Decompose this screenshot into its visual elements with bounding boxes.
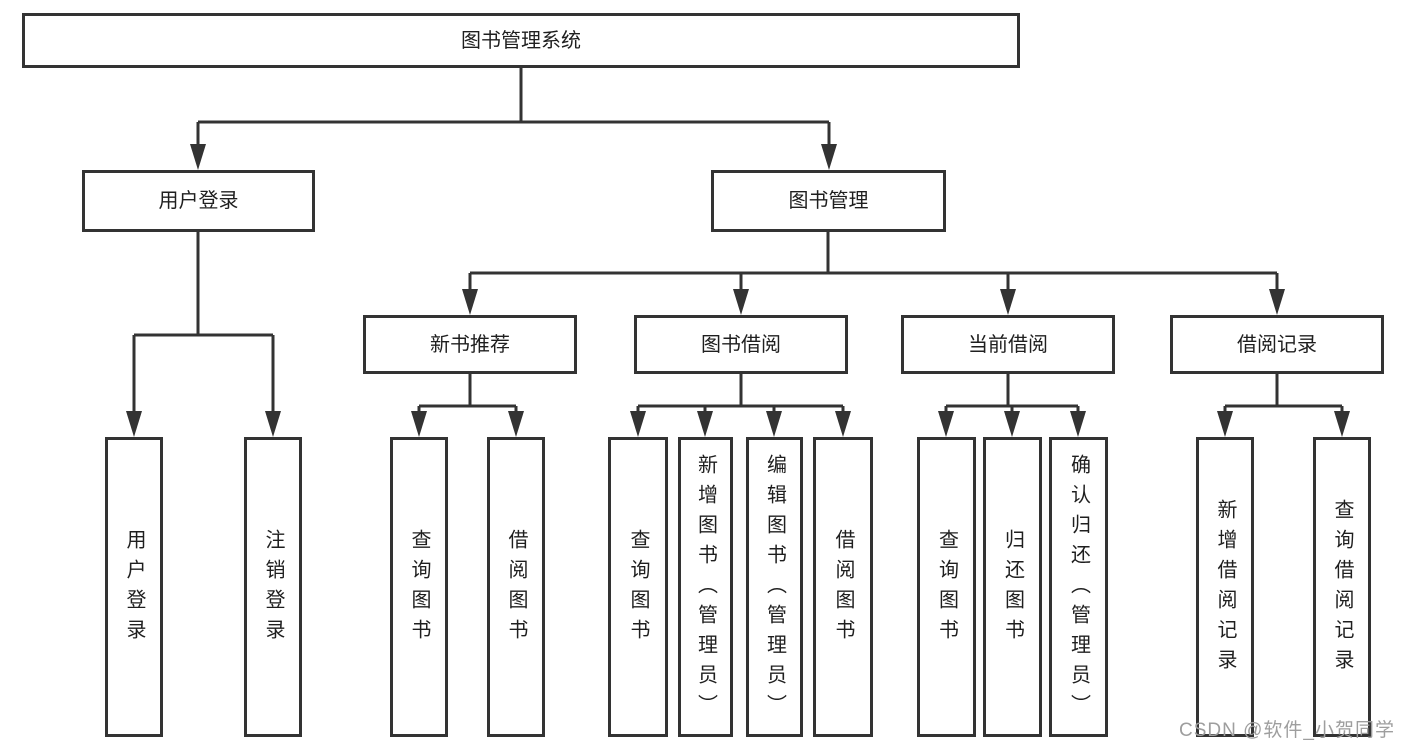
node-new-book-recommend: 新书推荐 — [363, 315, 577, 374]
node-root-book-management-system: 图书管理系统 — [22, 13, 1020, 68]
leaf-user-login: 用户登录 — [105, 437, 163, 737]
csdn-watermark: CSDN @软件_小贺同学 — [1179, 720, 1395, 741]
node-book-management-branch: 图书管理 — [711, 170, 946, 232]
leaf-bb-add-books-admin: 新增图书（管理员） — [678, 437, 733, 737]
leaf-nbr-query-books: 查询图书 — [390, 437, 448, 737]
leaf-logout: 注销登录 — [244, 437, 302, 737]
leaf-cb-return-books: 归还图书 — [983, 437, 1042, 737]
node-current-borrowing: 当前借阅 — [901, 315, 1115, 374]
leaf-bb-query-books: 查询图书 — [608, 437, 668, 737]
node-book-borrowing: 图书借阅 — [634, 315, 848, 374]
leaf-br-query-record: 查询借阅记录 — [1313, 437, 1371, 737]
node-user-login-branch: 用户登录 — [82, 170, 315, 232]
leaf-bb-borrow-books: 借阅图书 — [813, 437, 873, 737]
leaf-cb-query-books: 查询图书 — [917, 437, 976, 737]
leaf-bb-edit-books-admin: 编辑图书（管理员） — [746, 437, 803, 737]
leaf-br-add-record: 新增借阅记录 — [1196, 437, 1254, 737]
leaf-nbr-borrow-books: 借阅图书 — [487, 437, 545, 737]
node-borrowing-records: 借阅记录 — [1170, 315, 1384, 374]
leaf-cb-confirm-return-admin: 确认归还（管理员） — [1049, 437, 1108, 737]
